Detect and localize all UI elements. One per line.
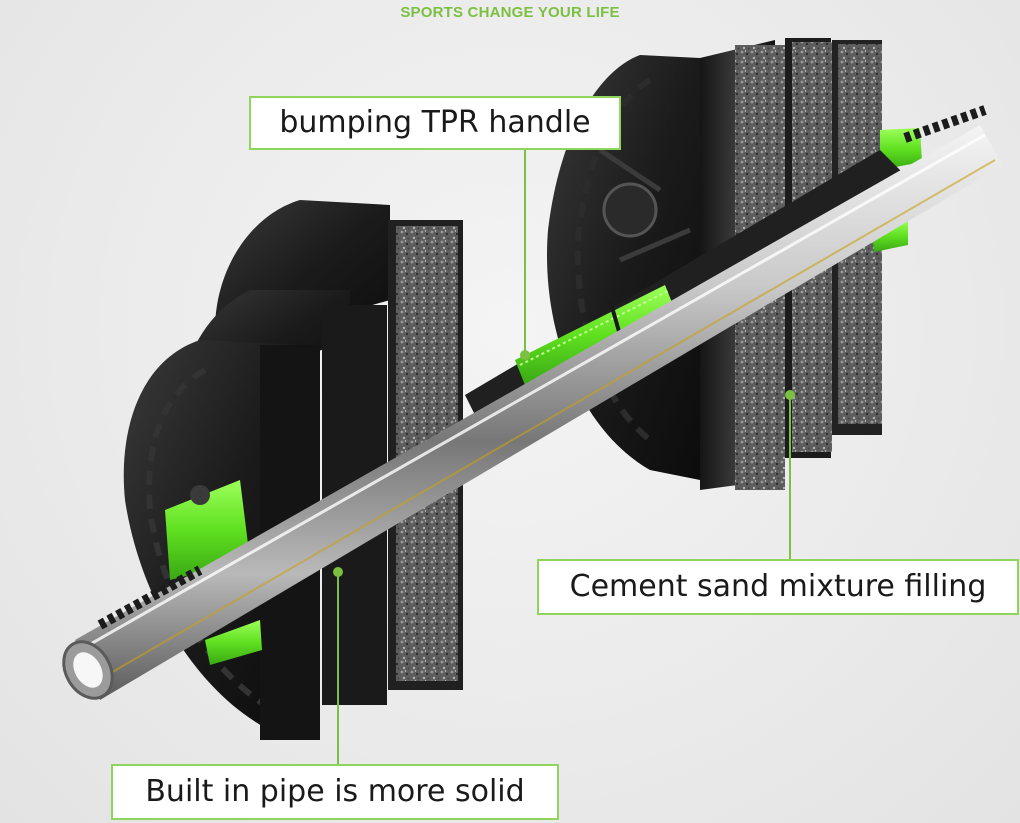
pipe-body [75,125,1003,700]
callout-tpr-handle-label: bumping TPR handle [279,105,591,140]
callout-cement-filling: Cement sand mixture filling [537,559,1019,615]
callout-tpr-handle: bumping TPR handle [249,96,621,150]
leader-lines [333,150,795,765]
leader-dot-filling [785,390,795,400]
left-plate-stack [123,200,463,740]
pipe-hole [73,652,103,688]
callout-built-in-pipe-label: Built in pipe is more solid [145,774,525,809]
callout-built-in-pipe: Built in pipe is more solid [111,764,559,820]
pipe-reflection [89,159,996,686]
pipe-highlight [79,133,986,652]
pipe-threads-left [97,565,203,630]
right-plate-spokes [598,147,691,263]
tpr-grip[interactable] [515,285,675,385]
pipe-threads-right [903,105,987,143]
tpr-grip-texture [519,289,671,366]
leader-dot-handle [520,350,530,360]
callout-cement-filling-label: Cement sand mixture filling [569,569,987,604]
left-plate-tread [146,367,267,708]
tagline: SPORTS CHANGE YOUR LIFE [400,4,620,21]
right-plate-logo-emblem [602,182,658,238]
built-in-pipe [62,105,1003,700]
tpr-grip-divider [608,299,622,336]
left-green-collar-lower [205,620,262,665]
left-plate-hub [190,485,210,505]
leader-dot-pipe [333,567,343,577]
